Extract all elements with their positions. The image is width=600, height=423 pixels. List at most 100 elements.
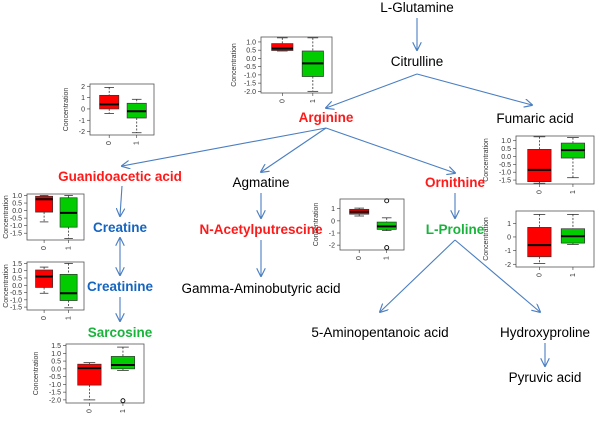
y-tick-label: 1 bbox=[507, 221, 511, 228]
outlier-point bbox=[384, 198, 390, 204]
arrow-proline-to-hydroxyproline bbox=[454, 239, 540, 312]
y-tick-label: -0.5 bbox=[10, 216, 22, 223]
node-5-aminopentanoic-acid: 5-Aminopentanoic acid bbox=[311, 325, 449, 340]
y-tick-label: -1.0 bbox=[499, 170, 511, 177]
box-group-1 bbox=[59, 274, 78, 301]
x-tick-label: 1 bbox=[310, 99, 317, 103]
y-tick-label: -1 bbox=[79, 118, 85, 125]
box-group-0 bbox=[77, 363, 102, 386]
y-tick-label: -1.0 bbox=[10, 223, 22, 230]
y-tick-label: -2 bbox=[505, 262, 511, 269]
node-citrulline: Citrulline bbox=[390, 54, 444, 69]
y-tick-label: -2.0 bbox=[49, 397, 61, 404]
y-tick-label: -1 bbox=[505, 248, 511, 255]
x-tick-label: 1 bbox=[66, 246, 73, 250]
node-gamma-aminobutyric-acid: Gamma-Aminobutyric acid bbox=[181, 281, 341, 296]
node-pyruvic-acid: Pyruvic acid bbox=[508, 370, 582, 385]
boxplot-arginine: 2 1 0 -1 -2 Concentration 0 1 bbox=[63, 83, 155, 145]
node-hydroxyproline: Hydroxyproline bbox=[499, 325, 591, 340]
y-axis-label: Concentration bbox=[483, 138, 490, 182]
y-axis-label: Concentration bbox=[313, 203, 320, 247]
arrow-guanidoacetic-to-creatine bbox=[120, 185, 122, 216]
y-axis-label: Concentration bbox=[3, 195, 10, 239]
node-l-glutamine: L-Glutamine bbox=[380, 0, 454, 15]
x-tick-label: 1 bbox=[570, 273, 577, 277]
box-group-0 bbox=[271, 43, 294, 51]
y-tick-label: -0.5 bbox=[244, 64, 256, 71]
y-tick-label: -1.5 bbox=[10, 305, 22, 312]
box-group-0 bbox=[35, 269, 53, 288]
x-tick-label: 1 bbox=[570, 190, 577, 194]
y-axis-label: Concentration bbox=[483, 217, 490, 261]
y-tick-label: 0.0 bbox=[12, 208, 22, 215]
y-tick-label: -1.5 bbox=[10, 231, 22, 238]
x-tick-label: 1 bbox=[384, 256, 391, 260]
y-tick-label: 0.5 bbox=[51, 359, 61, 366]
y-tick-label: 0.5 bbox=[246, 48, 256, 55]
y-tick-label: 0.0 bbox=[246, 56, 256, 63]
y-tick-label: 0.5 bbox=[12, 276, 22, 283]
boxplot-sarcosine: 1.51.00.50.0-0.5-1.0-1.5-2.0 Concentratio… bbox=[33, 343, 145, 413]
y-tick-label: -0.5 bbox=[499, 162, 511, 169]
y-tick-label: 1 bbox=[331, 206, 335, 213]
node-n-acetylputrescine: N-Acetylputrescine bbox=[199, 222, 323, 237]
y-tick-label: -0.5 bbox=[49, 374, 61, 381]
y-tick-label: -1.5 bbox=[499, 178, 511, 185]
y-tick-label: 1.0 bbox=[51, 351, 61, 358]
y-tick-label: 0 bbox=[507, 234, 511, 241]
x-tick-label: 1 bbox=[66, 316, 73, 320]
y-tick-label: 2 bbox=[81, 84, 85, 91]
node-creatine: Creatine bbox=[92, 220, 148, 235]
y-tick-label: 1.0 bbox=[12, 268, 22, 275]
arrow-arginine-to-guanidoacetic bbox=[122, 127, 327, 166]
x-tick-label: 0 bbox=[41, 316, 48, 320]
boxplot-l-proline: 1 0 -1 -2 Concentration 0 1 bbox=[483, 210, 595, 277]
y-tick-label: -1.0 bbox=[10, 297, 22, 304]
x-tick-label: 0 bbox=[536, 190, 543, 194]
x-tick-label: 0 bbox=[106, 141, 113, 145]
outlier-point bbox=[384, 245, 390, 251]
y-tick-label: -1.5 bbox=[49, 390, 61, 397]
y-tick-label: -1 bbox=[329, 231, 335, 238]
y-tick-label: 1.0 bbox=[12, 193, 22, 200]
x-tick-label: 0 bbox=[41, 246, 48, 250]
y-tick-label: 0.5 bbox=[12, 201, 22, 208]
arrow-proline-to-aminopentanoic bbox=[380, 239, 456, 312]
node-ornithine: Ornithine bbox=[425, 175, 485, 190]
node-l-proline: L-Proline bbox=[425, 222, 485, 237]
y-axis-label: Concentration bbox=[63, 88, 70, 132]
x-tick-label: 0 bbox=[536, 273, 543, 277]
y-tick-label: 1.5 bbox=[12, 261, 22, 268]
y-axis-label: Concentration bbox=[231, 43, 238, 87]
y-tick-label: 0.0 bbox=[12, 283, 22, 290]
y-tick-label: -1.0 bbox=[49, 382, 61, 389]
arrow-arginine-to-ornithine bbox=[325, 127, 455, 173]
y-tick-label: 0.0 bbox=[51, 366, 61, 373]
box-group-1 bbox=[110, 356, 135, 370]
x-tick-label: 0 bbox=[86, 409, 93, 413]
x-tick-label: 1 bbox=[120, 409, 127, 413]
box-group-0 bbox=[527, 149, 552, 182]
y-tick-label: 1 bbox=[81, 95, 85, 102]
y-tick-label: -1.0 bbox=[244, 72, 256, 79]
y-tick-label: 0 bbox=[81, 106, 85, 113]
y-tick-label: 1.5 bbox=[51, 343, 61, 350]
node-fumaric-acid: Fumaric acid bbox=[496, 111, 574, 126]
y-tick-label: -2 bbox=[329, 243, 335, 250]
y-tick-label: 0.0 bbox=[501, 154, 511, 161]
y-tick-label: -1.5 bbox=[244, 81, 256, 88]
y-tick-label: 1.0 bbox=[246, 39, 256, 46]
y-tick-label: -2 bbox=[79, 129, 85, 136]
arrow-citrulline-to-arginine bbox=[326, 73, 418, 108]
plot-frame bbox=[65, 343, 145, 404]
x-tick-label: 1 bbox=[134, 141, 141, 145]
y-tick-label: 1.0 bbox=[501, 138, 511, 145]
outlier-point bbox=[120, 398, 126, 404]
y-axis-label: Concentration bbox=[33, 352, 40, 396]
